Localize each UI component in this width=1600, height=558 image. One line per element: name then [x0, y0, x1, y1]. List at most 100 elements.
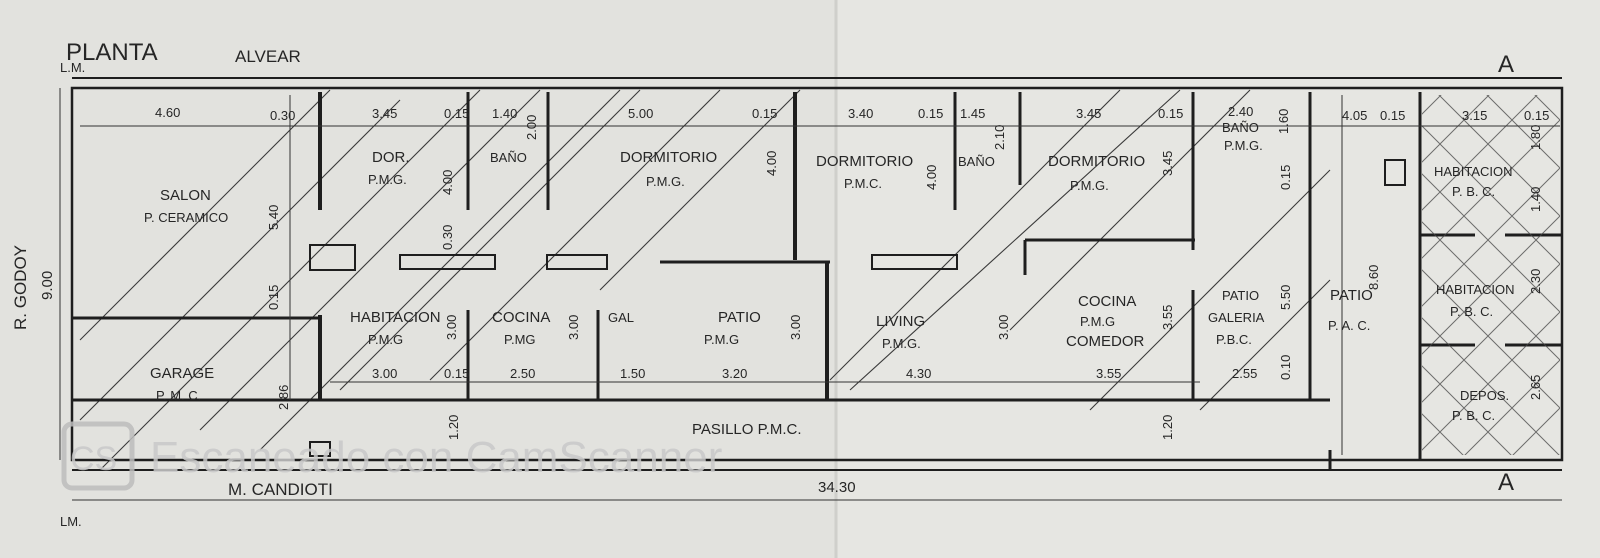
room-name: GAL [608, 310, 634, 325]
dimension-label: 1.20 [1160, 415, 1175, 440]
room-floor: P.M.G. [882, 336, 921, 351]
dimension-label: 3.00 [372, 366, 397, 381]
street-top: ALVEAR [235, 47, 301, 66]
room-name: DORMITORIO [620, 149, 717, 166]
dimension-label: 5.40 [266, 205, 281, 230]
room-floor: P.M.G. [1070, 178, 1109, 193]
dimension-label: 1.80 [1528, 125, 1543, 150]
camscanner-logo-text: CS [70, 440, 117, 478]
room-name: BAÑO [490, 150, 527, 165]
room-name: BAÑO [1222, 120, 1259, 135]
dimension-label: 2.86 [276, 385, 291, 410]
room-name: PATIO [1222, 288, 1259, 303]
dimension-label: 0.15 [266, 285, 281, 310]
dimension-label: 5.00 [628, 106, 653, 121]
cross-hatch [1422, 95, 1560, 455]
dimension-label: 3.55 [1160, 305, 1175, 330]
room-floor: P.M.G. [368, 172, 407, 187]
dimension-lines [59, 88, 1562, 501]
room-name: COCINA [1078, 293, 1136, 310]
dimension-label: 0.15 [444, 106, 469, 121]
dimension-label: 0.15 [1278, 165, 1293, 190]
dimension-label: 0.15 [1524, 108, 1549, 123]
dimension-label: 3.15 [1462, 108, 1487, 123]
dimension-label: 4.00 [440, 170, 455, 195]
walls [70, 77, 1564, 471]
section-marker-bottom: A [1498, 469, 1514, 496]
watermark: CS Escaneado con CamScanner [61, 421, 722, 491]
dimension-label: 0.15 [1380, 108, 1405, 123]
rooms: SALON P. CERAMICO GARAGE P. M. C. DOR. P… [144, 120, 1515, 438]
room-floor: P.M.G [368, 332, 403, 347]
room-name: SALON [160, 187, 211, 204]
room-floor: P.M.G. [646, 174, 685, 189]
dimension-label: 2.50 [510, 366, 535, 381]
dimension-label: 0.30 [270, 108, 295, 123]
dimension-label: 1.40 [492, 106, 517, 121]
dimension-label: 3.00 [996, 315, 1011, 340]
dimension-label: 2.55 [1232, 366, 1257, 381]
room-floor: P.M.C. [844, 176, 882, 191]
dimension-label: 3.40 [848, 106, 873, 121]
corridor-label: PASILLO P.M.C. [692, 421, 802, 438]
dimension-label: 4.00 [764, 151, 779, 176]
dimension-label: 1.60 [1276, 109, 1291, 134]
dimension-label: 3.00 [444, 315, 459, 340]
room-name: HABITACION [1434, 164, 1513, 179]
overall-length: 34.30 [818, 479, 856, 496]
dimension-label: 3.20 [722, 366, 747, 381]
room-name: COMEDOR [1066, 333, 1145, 350]
room-name: DORMITORIO [1048, 153, 1145, 170]
dimension-label: 4.60 [155, 105, 180, 120]
room-name: PATIO [718, 309, 761, 326]
room-name: LIVING [876, 313, 925, 330]
dimension-label: 3.45 [1160, 151, 1175, 176]
room-name: DEPOS. [1460, 388, 1509, 403]
dimension-label: 2.65 [1528, 375, 1543, 400]
lm-top: L.M. [60, 60, 85, 75]
dimension-label: 2.30 [1528, 269, 1543, 294]
dimension-label: 3.45 [1076, 106, 1101, 121]
plan-title: PLANTA [66, 39, 158, 66]
dimension-labels: 4.60 0.30 3.45 0.15 1.40 5.00 0.15 3.40 … [155, 104, 1549, 381]
dimension-label: 0.15 [1158, 106, 1183, 121]
vertical-dimensions: 5.40 0.15 2.86 2.00 4.00 0.30 3.00 3.00 4.00 4.00… [266, 109, 1543, 440]
camscanner-text: Escaneado con CamScanner [150, 433, 722, 482]
dimension-label: 1.20 [446, 415, 461, 440]
room-floor: P. B. C. [1452, 408, 1495, 423]
dimension-label: 0.30 [440, 225, 455, 250]
dimension-label: 3.45 [372, 106, 397, 121]
room-floor: P.M.G [704, 332, 739, 347]
room-floor: P.M.G. [1224, 138, 1263, 153]
room-floor: P.MG [504, 332, 536, 347]
room-name: DORMITORIO [816, 153, 913, 170]
dimension-label: 0.15 [444, 366, 469, 381]
room-name: PATIO [1330, 287, 1373, 304]
room-floor: P. A. C. [1328, 318, 1370, 333]
room-floor: P. M. C. [156, 388, 201, 403]
camscanner-logo-icon [61, 421, 135, 491]
dimension-label: 5.50 [1278, 285, 1293, 310]
street-left: R. GODOY [11, 245, 30, 330]
dimension-label: 4.00 [924, 165, 939, 190]
room-name: GARAGE [150, 365, 214, 382]
section-marker-top: A [1498, 51, 1514, 78]
dimension-label: 2.00 [524, 115, 539, 140]
room-name: BAÑO [958, 154, 995, 169]
dimension-label: 3.00 [788, 315, 803, 340]
room-name: HABITACION [350, 309, 441, 326]
dimension-label: 0.10 [1278, 355, 1293, 380]
overall-depth: 9.00 [39, 271, 56, 300]
room-name: DOR. [372, 149, 410, 166]
dimension-label: 0.15 [752, 106, 777, 121]
dimension-label: 0.15 [918, 106, 943, 121]
room-floor: P.M.G [1080, 314, 1115, 329]
dimension-label: 1.45 [960, 106, 985, 121]
dimension-label: 2.40 [1228, 104, 1253, 119]
room-floor: GALERIA [1208, 310, 1265, 325]
dimension-label: 4.30 [906, 366, 931, 381]
street-bottom: M. CANDIOTI [228, 480, 333, 499]
dimension-label: 1.40 [1528, 187, 1543, 212]
room-name: HABITACION [1436, 282, 1515, 297]
room-name: COCINA [492, 309, 550, 326]
